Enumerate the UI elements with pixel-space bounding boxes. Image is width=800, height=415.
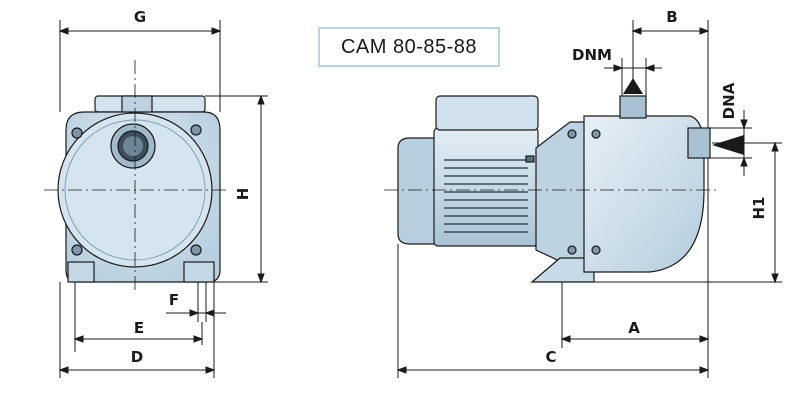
side-view bbox=[397, 95, 711, 283]
dim-C bbox=[396, 244, 710, 378]
dim-F bbox=[166, 282, 226, 322]
bolt-icon bbox=[71, 127, 83, 139]
bolt-icon bbox=[567, 245, 577, 255]
dim-B bbox=[631, 20, 710, 128]
label-H1: H1 bbox=[750, 197, 768, 220]
bolt-icon bbox=[190, 124, 202, 136]
label-A: A bbox=[628, 319, 640, 337]
dim-H1 bbox=[594, 141, 782, 284]
label-B: B bbox=[666, 8, 677, 26]
label-G: G bbox=[134, 8, 146, 26]
front-foot-left bbox=[67, 261, 95, 283]
label-DNM: DNM bbox=[572, 46, 612, 64]
motor-indicator bbox=[525, 155, 535, 163]
motor-end-cap bbox=[397, 137, 437, 245]
dim-D bbox=[58, 282, 216, 378]
bolt-icon bbox=[567, 129, 577, 139]
bolt-icon bbox=[190, 244, 202, 256]
label-C: C bbox=[545, 348, 556, 366]
model-title: CAM 80-85-88 bbox=[318, 27, 500, 67]
bolt-icon bbox=[71, 244, 83, 256]
label-DNA: DNA bbox=[720, 82, 738, 119]
suction-arrow-icon bbox=[712, 135, 744, 155]
dim-E bbox=[73, 282, 204, 352]
bolt-icon bbox=[591, 129, 601, 139]
delivery-arrow-icon bbox=[623, 78, 643, 94]
front-centerlines bbox=[44, 60, 230, 290]
suction-port-inner bbox=[123, 136, 143, 156]
cooling-fins bbox=[444, 159, 528, 233]
label-D: D bbox=[131, 348, 143, 366]
terminal-box bbox=[435, 95, 539, 131]
delivery-port bbox=[619, 95, 647, 119]
label-F: F bbox=[169, 291, 179, 309]
bolt-icon bbox=[591, 245, 601, 255]
pump-body bbox=[583, 115, 705, 273]
front-foot-right bbox=[183, 261, 215, 283]
front-view bbox=[57, 95, 221, 283]
dim-DNM bbox=[604, 58, 662, 96]
label-H: H bbox=[234, 188, 252, 201]
dim-G bbox=[58, 20, 222, 112]
motor-body bbox=[433, 127, 539, 247]
label-E: E bbox=[134, 319, 144, 337]
suction-inlet bbox=[687, 127, 711, 159]
dim-A bbox=[560, 158, 710, 378]
dim-H bbox=[205, 94, 268, 284]
